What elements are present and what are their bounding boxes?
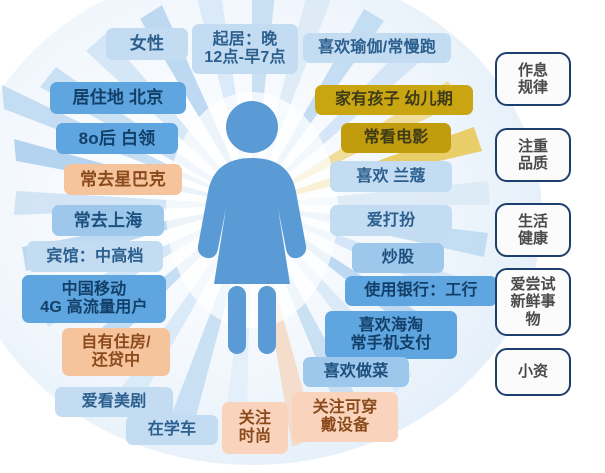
summary-box-label: 作息 规律 (517, 61, 548, 96)
tag-label: 关注 时尚 (238, 410, 272, 445)
tag-label: 爱打扮 (366, 211, 416, 229)
summary-box-novelty[interactable]: 爱尝试 新鲜事 物 (495, 268, 571, 336)
summary-box-petty-bourgeois[interactable]: 小资 (495, 348, 571, 396)
tag-own-housing-mortgage[interactable]: 自有住房/ 还贷中 (62, 328, 170, 376)
tag-yoga-jogging[interactable]: 喜欢瑜伽/常慢跑 (303, 33, 451, 63)
tag-label: 常去星巴克 (80, 169, 166, 189)
tag-label: 常看电影 (363, 129, 429, 147)
tag-label: 使用银行：工行 (364, 282, 478, 300)
tag-watches-movies[interactable]: 常看电影 (341, 123, 451, 153)
tag-follows-fashion[interactable]: 关注 时尚 (222, 402, 288, 454)
tag-learning-to-drive[interactable]: 在学车 (126, 415, 218, 445)
female-figure-icon (197, 101, 307, 354)
tag-label: 居住地 北京 (72, 88, 164, 108)
tag-label: 自有住房/ 还贷中 (81, 334, 151, 369)
tag-starbucks[interactable]: 常去星巴克 (64, 164, 182, 195)
summary-box-label: 生活 健康 (517, 212, 548, 247)
tag-residence-beijing[interactable]: 居住地 北京 (50, 82, 186, 114)
summary-box-label: 注重 品质 (517, 137, 548, 172)
summary-box-quality[interactable]: 注重 品质 (495, 128, 571, 182)
tag-stock-trading[interactable]: 炒股 (352, 243, 444, 273)
tag-label: 爱看美剧 (81, 393, 147, 411)
tag-label: 在学车 (147, 421, 197, 439)
tag-label: 女性 (129, 34, 165, 54)
summary-box-label: 小资 (517, 363, 548, 381)
tag-label: 喜欢瑜伽/常慢跑 (317, 39, 437, 57)
tag-label: 喜欢海淘 常手机支付 (350, 317, 432, 352)
tag-us-dramas[interactable]: 爱看美剧 (55, 387, 173, 417)
tag-visits-shanghai[interactable]: 常去上海 (52, 205, 164, 236)
tag-label: 喜欢 兰蔻 (356, 167, 426, 185)
tag-post80-whitecollar[interactable]: 8o后 白领 (56, 123, 178, 154)
tag-sleep-schedule[interactable]: 起居：晚 12点-早7点 (192, 24, 298, 74)
summary-box-routine[interactable]: 作息 规律 (495, 52, 571, 106)
tag-label: 8o后 白领 (78, 128, 156, 148)
tag-label: 关注可穿 戴设备 (312, 399, 378, 434)
tag-china-mobile-4g[interactable]: 中国移动 4G 高流量用户 (22, 275, 166, 323)
tag-label: 常去上海 (73, 210, 143, 230)
tag-gender[interactable]: 女性 (106, 28, 188, 60)
summary-box-health[interactable]: 生活 健康 (495, 203, 571, 257)
tag-label: 喜欢做菜 (323, 363, 389, 381)
tag-lancome[interactable]: 喜欢 兰蔻 (330, 161, 452, 192)
tag-hotel-midhigh[interactable]: 宾馆：中高档 (27, 241, 163, 272)
tag-label: 炒股 (381, 249, 415, 267)
tag-wearable-devices[interactable]: 关注可穿 戴设备 (292, 392, 398, 442)
tag-likes-dressup[interactable]: 爱打扮 (330, 205, 452, 236)
summary-box-label: 爱尝试 新鲜事 物 (510, 276, 556, 328)
tag-label: 宾馆：中高档 (46, 247, 144, 265)
tag-label: 起居：晚 12点-早7点 (204, 31, 286, 66)
tag-label: 中国移动 4G 高流量用户 (40, 281, 148, 316)
tag-label: 家有孩子 幼儿期 (334, 91, 454, 109)
tag-has-child[interactable]: 家有孩子 幼儿期 (315, 85, 473, 115)
tag-bank-icbc[interactable]: 使用银行：工行 (345, 276, 497, 306)
tag-haitao-mobile-pay[interactable]: 喜欢海淘 常手机支付 (325, 311, 457, 359)
tag-likes-cooking[interactable]: 喜欢做菜 (303, 357, 409, 387)
